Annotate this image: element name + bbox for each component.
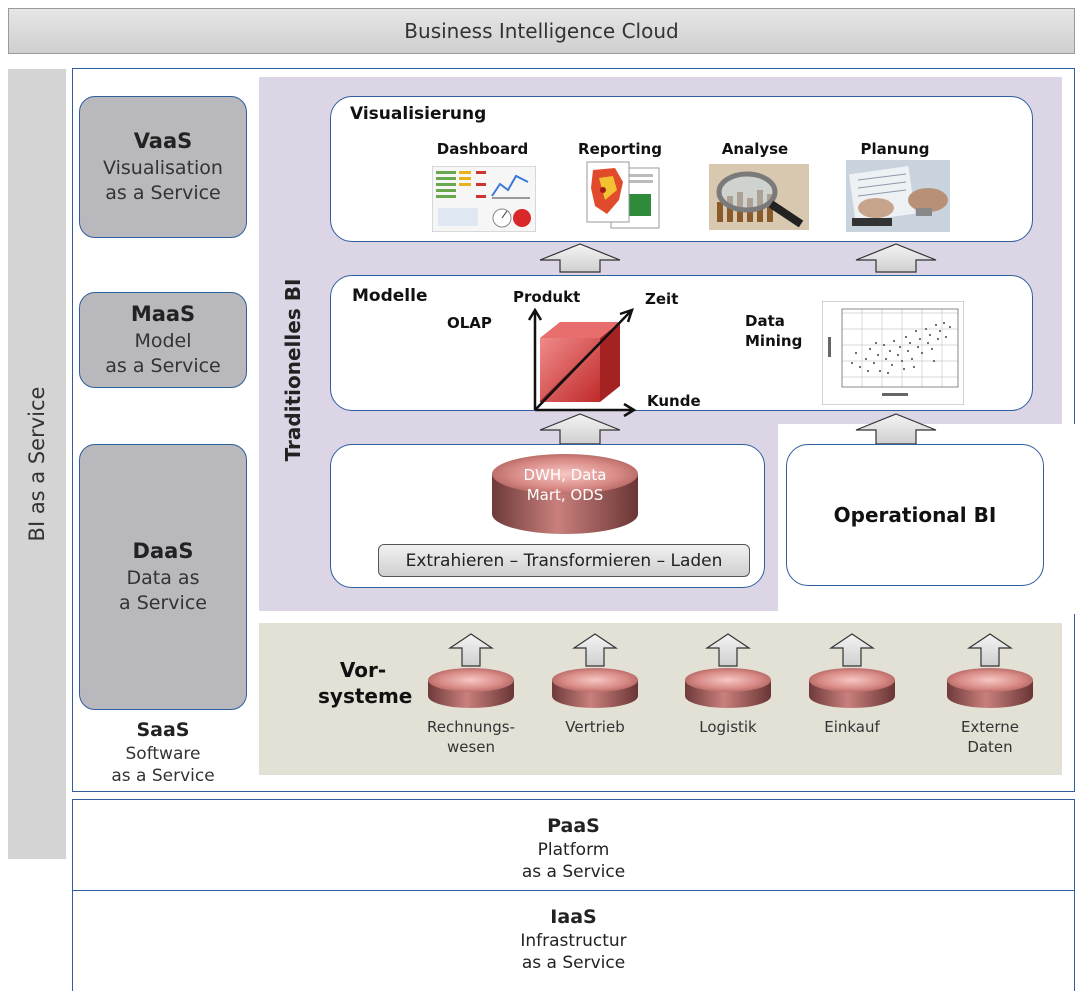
analyse-thumbnail bbox=[709, 164, 809, 230]
up-arrow-icon bbox=[448, 633, 494, 667]
daas-box: DaaS Data as a Service bbox=[79, 444, 247, 710]
viz-planung-label: Planung bbox=[860, 140, 930, 158]
arrow-operational-to-modelle bbox=[855, 413, 937, 445]
saas-line2: as a Service bbox=[111, 765, 215, 786]
vorsysteme-label-1: Vor- bbox=[339, 658, 387, 682]
viz-dashboard-label: Dashboard bbox=[436, 140, 529, 158]
source-disc-externe-daten bbox=[947, 633, 1033, 708]
etl-bar: Extrahieren – Transformieren – Laden bbox=[378, 544, 750, 577]
iaas-line2: as a Service bbox=[521, 952, 626, 973]
source-label-line1: Vertrieb bbox=[565, 718, 625, 736]
dwh-line1: DWH, Data bbox=[523, 466, 607, 484]
traditional-bi-label: Traditionelles BI bbox=[281, 278, 305, 462]
iaas-layer: IaaS Infrastructur as a Service bbox=[72, 890, 1075, 991]
source-label-rechnungswesen: Rechnungs- wesen bbox=[416, 718, 526, 757]
source-disc-vertrieb bbox=[552, 633, 638, 708]
olap-label: OLAP bbox=[447, 314, 492, 332]
vorsysteme-label: Vor- systeme bbox=[318, 657, 413, 709]
bi-as-a-service-bar: BI as a Service bbox=[8, 69, 66, 859]
arrow-modelle-to-viz-right bbox=[855, 243, 937, 273]
source-label-externe-daten: Externe Daten bbox=[935, 718, 1045, 757]
modelle-title: Modelle bbox=[352, 286, 428, 306]
daas-line2: a Service bbox=[119, 592, 207, 615]
planung-thumbnail bbox=[846, 160, 950, 232]
olap-cube bbox=[527, 307, 637, 418]
vaas-line2: as a Service bbox=[105, 182, 221, 205]
bi-as-a-service-label: BI as a Service bbox=[25, 386, 49, 542]
vaas-box: VaaS Visualisation as a Service bbox=[79, 96, 247, 238]
source-disc-rechnungswesen bbox=[428, 633, 514, 708]
source-label-einkauf: Einkauf bbox=[797, 718, 907, 738]
reporting-thumbnail bbox=[586, 161, 660, 229]
dwh-label: DWH, Data Mart, ODS bbox=[490, 466, 640, 505]
dwh-database-icon bbox=[492, 454, 638, 534]
source-label-line2: Daten bbox=[967, 737, 1013, 756]
viz-reporting-label: Reporting bbox=[578, 140, 662, 158]
saas-label: SaaS Software as a Service bbox=[79, 718, 247, 792]
source-label-line1: Logistik bbox=[699, 718, 757, 736]
iaas-line1: Infrastructur bbox=[520, 930, 627, 951]
paas-line1: Platform bbox=[537, 839, 610, 860]
axis-zeit bbox=[534, 311, 631, 411]
vorsysteme-area bbox=[259, 623, 1062, 775]
data-mining-label-1: Data bbox=[745, 312, 785, 330]
diagram-title: Business Intelligence Cloud bbox=[404, 19, 679, 43]
saas-abbr: SaaS bbox=[136, 719, 190, 741]
maas-box: MaaS Model as a Service bbox=[79, 292, 247, 388]
up-arrow-icon bbox=[967, 633, 1013, 667]
saas-line1: Software bbox=[125, 743, 201, 764]
source-label-line1: Einkauf bbox=[824, 718, 880, 736]
arrow-dwh-to-modelle bbox=[539, 413, 621, 445]
dwh-line2: Mart, ODS bbox=[526, 485, 604, 504]
cube-top-face bbox=[540, 322, 620, 338]
operational-bi-label: Operational BI bbox=[833, 503, 997, 527]
axis-kunde-label: Kunde bbox=[647, 392, 701, 410]
data-mining-scatter-thumbnail bbox=[822, 301, 964, 405]
source-disc-einkauf bbox=[809, 633, 895, 708]
title-bar: Business Intelligence Cloud bbox=[8, 8, 1075, 54]
source-label-logistik: Logistik bbox=[673, 718, 783, 738]
vorsysteme-label-2: systeme bbox=[318, 684, 413, 708]
iaas-abbr: IaaS bbox=[550, 906, 597, 928]
vaas-abbr: VaaS bbox=[133, 129, 193, 154]
vaas-line1: Visualisation bbox=[103, 156, 223, 179]
visualisierung-title: Visualisierung bbox=[350, 104, 487, 124]
dashboard-thumbnail bbox=[432, 166, 536, 232]
daas-line1: Data as bbox=[126, 566, 200, 589]
paas-line2: as a Service bbox=[521, 861, 626, 882]
data-mining-label-2: Mining bbox=[745, 332, 803, 350]
source-label-line1: Externe bbox=[960, 718, 1020, 736]
axis-zeit-label: Zeit bbox=[645, 290, 679, 308]
source-label-line1: Rechnungs- bbox=[426, 718, 515, 736]
source-label-line2: wesen bbox=[446, 737, 496, 756]
maas-line2: as a Service bbox=[105, 355, 221, 378]
viz-analyse-label: Analyse bbox=[721, 140, 789, 158]
cube-side-face bbox=[600, 322, 620, 402]
axis-produkt-label: Produkt bbox=[513, 288, 581, 306]
daas-abbr: DaaS bbox=[132, 539, 194, 564]
up-arrow-icon bbox=[829, 633, 875, 667]
source-label-vertrieb: Vertrieb bbox=[540, 718, 650, 738]
source-disc-logistik bbox=[685, 633, 771, 708]
maas-line1: Model bbox=[134, 329, 192, 352]
operational-bi-panel: Operational BI bbox=[786, 444, 1044, 586]
paas-layer: PaaS Platform as a Service bbox=[72, 799, 1075, 891]
etl-label: Extrahieren – Transformieren – Laden bbox=[405, 550, 723, 571]
maas-abbr: MaaS bbox=[130, 302, 196, 327]
up-arrow-icon bbox=[705, 633, 751, 667]
arrow-modelle-to-viz-left bbox=[539, 243, 621, 273]
paas-abbr: PaaS bbox=[547, 815, 600, 837]
up-arrow-icon bbox=[572, 633, 618, 667]
